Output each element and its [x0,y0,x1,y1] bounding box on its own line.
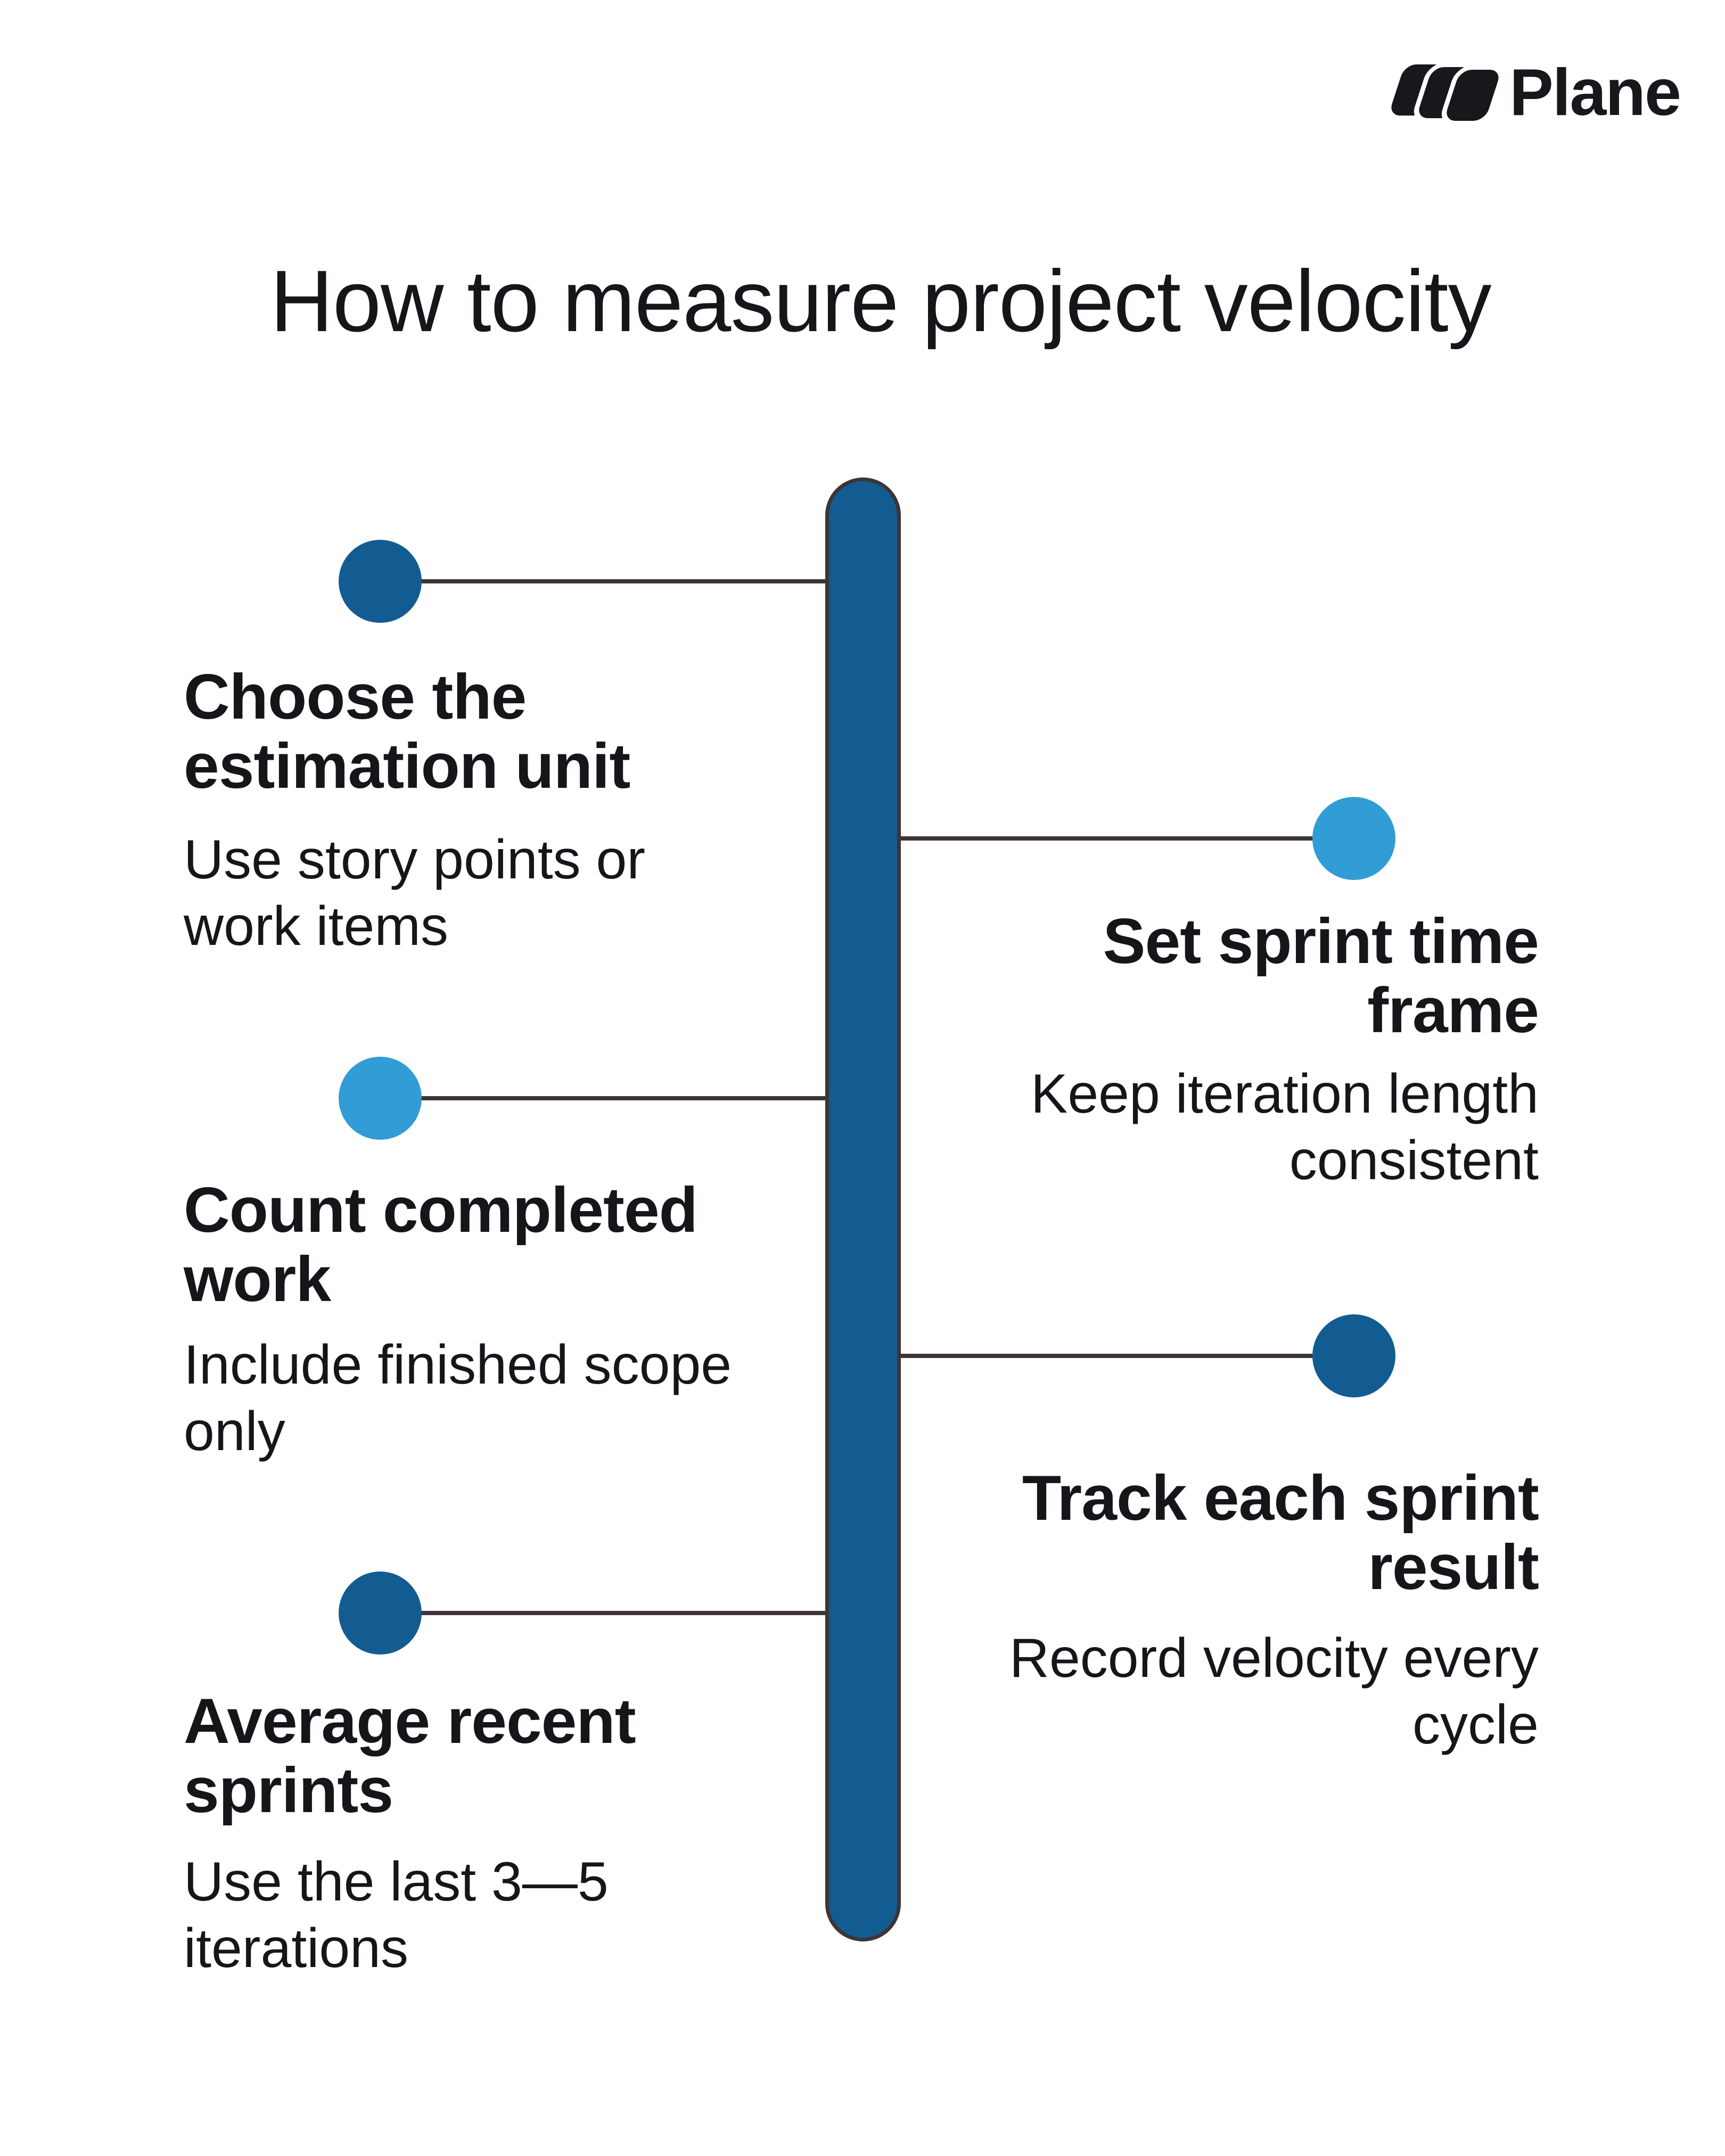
step-3-dot [339,1057,422,1140]
step-2-dot [1312,797,1395,880]
step-description-line-2: work items [184,895,448,957]
step-heading-line-1: Set sprint time [1103,906,1539,977]
step-5-connector-line [380,1611,863,1615]
plane-logo-icon [1388,62,1509,126]
step-description-line-2: consistent [1289,1130,1539,1191]
step-heading-line-2: result [1368,1532,1539,1603]
step-4-dot [1312,1314,1395,1397]
step-description-line-2: only [184,1401,285,1462]
step-description-line-2: iterations [184,1918,408,1979]
step-description-line-1: Record velocity every [1009,1627,1539,1689]
step-description-line-1: Use story points or [184,829,645,891]
step-heading-line-1: Average recent [184,1685,636,1757]
step-description-line-2: cycle [1412,1694,1539,1756]
step-heading-line-2: sprints [184,1755,393,1826]
step-4-connector-line [863,1354,1354,1358]
step-heading-line-2: estimation unit [184,730,630,802]
step-1-dot [339,540,422,623]
step-description-line-1: Use the last 3—5 [184,1851,609,1913]
step-5-dot [339,1571,422,1655]
timeline-spine [825,478,901,1941]
step-heading-line-2: frame [1367,975,1539,1046]
step-heading-line-2: work [184,1244,331,1315]
step-3-connector-line [380,1096,863,1100]
step-heading-line-1: Track each sprint [1022,1462,1539,1534]
step-description-line-1: Keep iteration length [1030,1063,1539,1125]
step-1-connector-line [380,579,863,583]
page-title: How to measure project velocity [270,252,1491,350]
step-heading-line-1: Choose the [184,661,527,733]
step-description-line-1: Include finished scope [184,1334,732,1396]
step-2-connector-line [863,836,1354,841]
brand-name: Plane [1509,56,1681,129]
step-heading-line-1: Count completed [184,1174,698,1246]
brand-logo: Plane [1388,56,1681,129]
